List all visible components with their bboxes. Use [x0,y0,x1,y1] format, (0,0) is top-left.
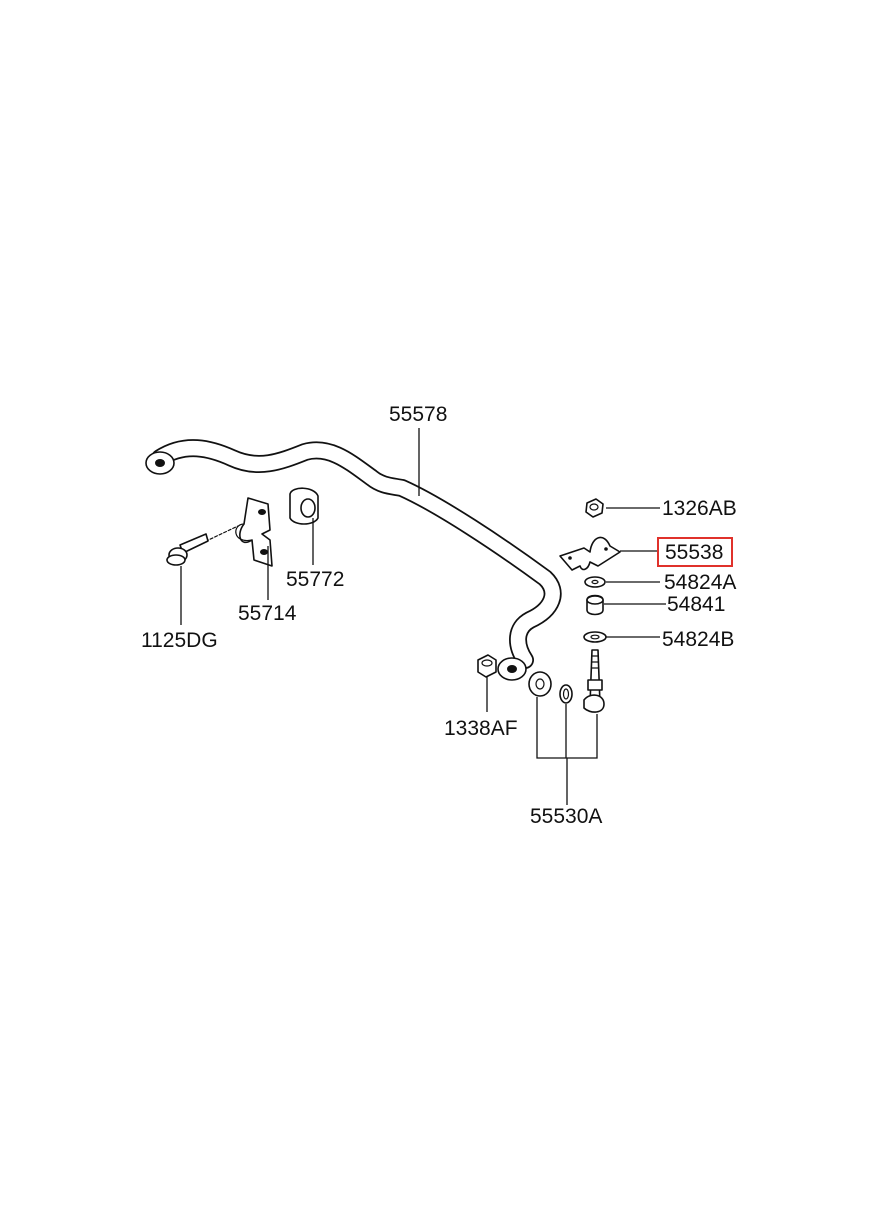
label-1125dg[interactable]: 1125DG [141,629,218,652]
label-55538[interactable]: 55538 [665,541,723,564]
bushing-54841[interactable] [586,594,604,616]
nut-1338af[interactable] [477,654,497,678]
label-54824b[interactable]: 54824B [662,628,734,651]
clamp-55714[interactable] [235,497,273,567]
label-55772[interactable]: 55772 [286,568,344,591]
label-55714[interactable]: 55714 [238,602,297,625]
highlight-box [657,537,733,567]
bar-bushing-55772[interactable] [289,487,319,525]
label-1326ab[interactable]: 1326AB [662,497,737,520]
bolt-1125dg[interactable] [166,525,239,566]
stabilizer-bar[interactable] [145,439,562,681]
leader-lines [180,428,666,805]
label-55578[interactable]: 55578 [389,403,447,426]
washer-54824a[interactable] [584,576,606,588]
bracket-55538[interactable] [559,536,621,571]
label-1338af[interactable]: 1338AF [444,717,518,740]
link-assembly-55530a[interactable] [528,649,605,713]
washer-54824b[interactable] [583,631,607,643]
label-54824a[interactable]: 54824A [664,571,736,594]
nut-1326ab[interactable] [585,498,604,518]
label-55530a[interactable]: 55530A [530,805,602,828]
label-54841[interactable]: 54841 [667,593,725,616]
